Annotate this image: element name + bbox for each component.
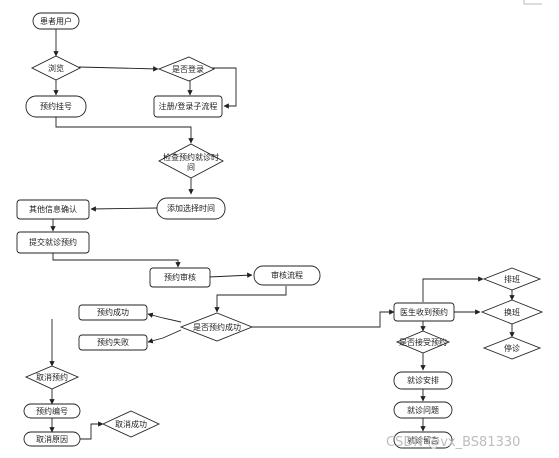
svg-text:换班: 换班 [504,307,520,317]
corner-artifact [523,0,542,5]
svg-text:就诊留言: 就诊留言 [407,435,439,445]
node-booking-success: 预约成功 [78,304,148,321]
node-scheduling: 排班 [482,267,542,291]
svg-text:提交就诊预约: 提交就诊预约 [29,237,77,247]
node-check-booking-time: 检查预约就诊时 间 [158,143,224,179]
node-browse: 浏览 [30,55,82,81]
svg-text:是否接受预约: 是否接受预约 [399,337,447,347]
node-shift-change: 换班 [480,299,544,325]
svg-text:就诊问题: 就诊问题 [407,405,439,415]
svg-text:其他信息确认: 其他信息确认 [29,204,77,214]
svg-text:取消成功: 取消成功 [115,419,147,429]
svg-text:是否预约成功: 是否预约成功 [193,322,241,332]
edge-browse-login [78,66,159,72]
svg-text:医生收到预约: 医生收到预约 [400,307,448,317]
edge-add-other [90,206,158,212]
node-cancel-success: 取消成功 [101,410,161,438]
svg-text:间: 间 [187,163,195,172]
node-submit-booking: 提交就诊预约 [16,231,90,254]
edge-reason-cancelsuccess [79,421,104,440]
svg-text:预约审核: 预约审核 [164,272,196,282]
node-booking-number: 预约编号 [23,403,81,419]
svg-text:浏览: 浏览 [48,63,64,73]
node-patient-user: 患者用户 [32,12,80,30]
svg-text:注册/登录子流程: 注册/登录子流程 [159,101,218,111]
node-is-logged-in: 是否登录 [157,56,216,82]
svg-text:预约成功: 预约成功 [97,307,129,317]
svg-text:取消预约: 取消预约 [36,372,68,382]
svg-text:排班: 排班 [504,274,520,284]
node-add-select-time: 添加选择时间 [156,197,226,220]
svg-text:预约挂号: 预约挂号 [40,101,72,111]
node-booking-failed: 预约失败 [78,334,148,351]
edge-decision-failed [147,329,182,344]
svg-text:就诊安排: 就诊安排 [407,375,439,385]
node-review-process: 审核流程 [253,265,321,286]
node-accept-booking: 是否接受预约 [395,330,451,354]
svg-text:取消原因: 取消原因 [36,434,68,444]
edge-decision-success [147,312,182,323]
svg-text:审核流程: 审核流程 [271,270,303,280]
node-register-login-subprocess: 注册/登录子流程 [153,95,223,118]
node-cancel-booking: 取消预约 [24,365,80,390]
node-doctor-receives: 医生收到预约 [393,302,455,322]
svg-text:停诊: 停诊 [504,343,520,353]
edge-decision-doctor [252,309,395,328]
edge-login-register [211,67,237,109]
svg-text:患者用户: 患者用户 [40,16,72,26]
svg-text:预约编号: 预约编号 [36,406,68,416]
svg-text:预约失败: 预约失败 [97,337,129,347]
watermark-text: CSDN @vx_BS81330 [386,435,520,450]
node-is-booking-success: 是否预约成功 [179,312,254,342]
svg-text:添加选择时间: 添加选择时间 [167,203,215,213]
edge-process-decision [214,286,287,313]
node-other-info-confirm: 其他信息确认 [16,199,90,220]
node-visit-arrangement: 就诊安排 [393,371,453,390]
svg-text:检查预约就诊时: 检查预约就诊时 [163,152,219,162]
svg-text:是否登录: 是否登录 [172,64,204,74]
node-cancel-reason: 取消原因 [23,431,81,447]
node-book-registration: 预约挂号 [25,95,87,118]
edge-submit-review [52,253,181,268]
edge-book-check [55,117,194,144]
node-booking-review: 预约审核 [149,267,211,288]
node-visit-question: 就诊问题 [393,401,453,419]
edge-doctor-schedule [422,276,484,302]
edge-review-process [208,272,253,278]
node-visit-message: 就诊留言 [393,431,453,449]
node-suspend-visit: 停诊 [482,336,542,360]
edges [49,28,515,440]
